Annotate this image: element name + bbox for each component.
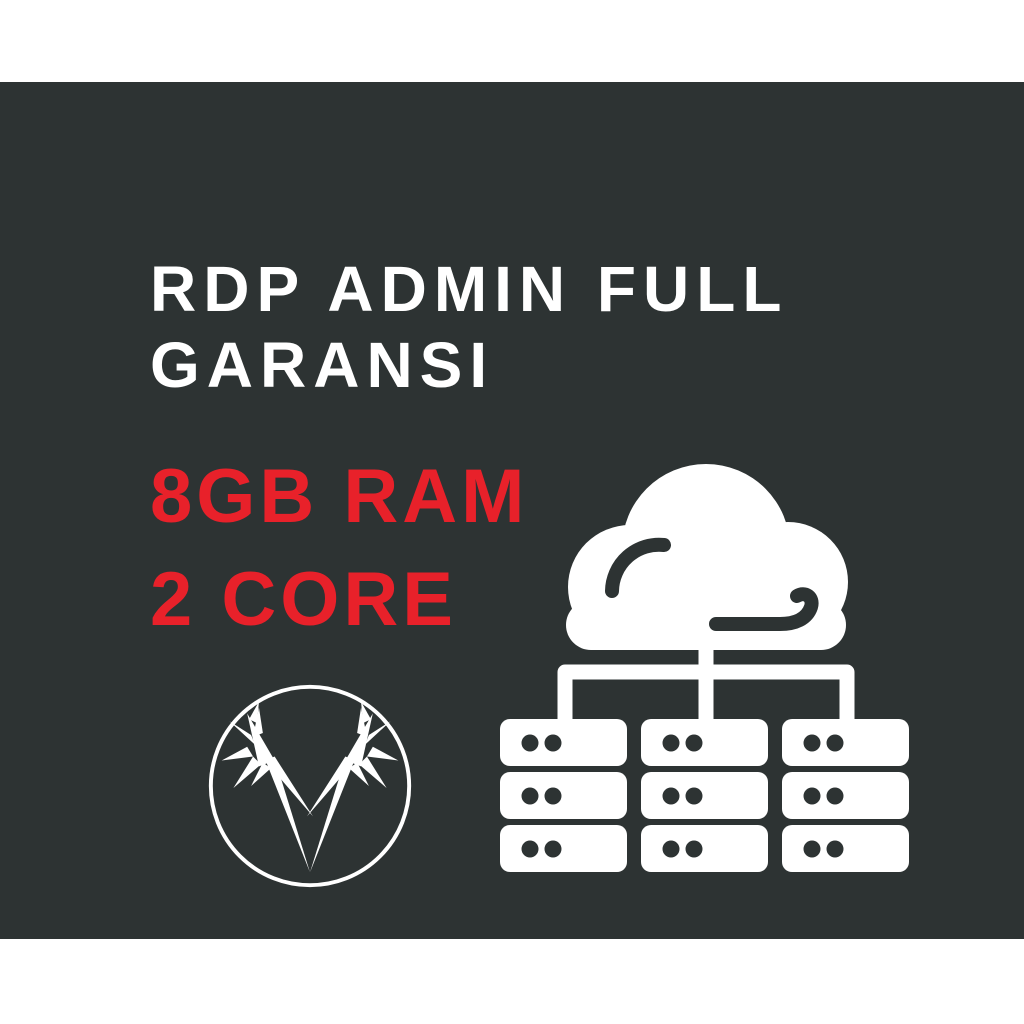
- cloud-server-network-icon: [500, 464, 909, 872]
- server-rack-left: [500, 719, 627, 872]
- cloud-icon: [566, 464, 848, 650]
- spec-core-text: 2 CORE: [150, 557, 457, 642]
- network-connector-lines: [557, 638, 855, 730]
- antler-circle-logo-icon: [208, 684, 412, 888]
- logo-circle-ring: [208, 684, 412, 888]
- cloud-inner-swoosh: [709, 587, 819, 631]
- banner-panel: RDP ADMIN FULL GARANSI 8GB RAM 2 CORE: [0, 82, 1024, 939]
- spec-ram-text: 8GB RAM: [150, 454, 529, 539]
- server-rack-middle: [641, 719, 768, 872]
- server-rack-right: [782, 719, 909, 872]
- logo-antlers: [221, 701, 399, 873]
- cloud-inner-arc: [605, 537, 671, 598]
- banner-title-line2: GARANSI: [150, 329, 495, 401]
- banner-title: RDP ADMIN FULL GARANSI: [150, 251, 788, 403]
- banner-title-line1: RDP ADMIN FULL: [150, 253, 789, 325]
